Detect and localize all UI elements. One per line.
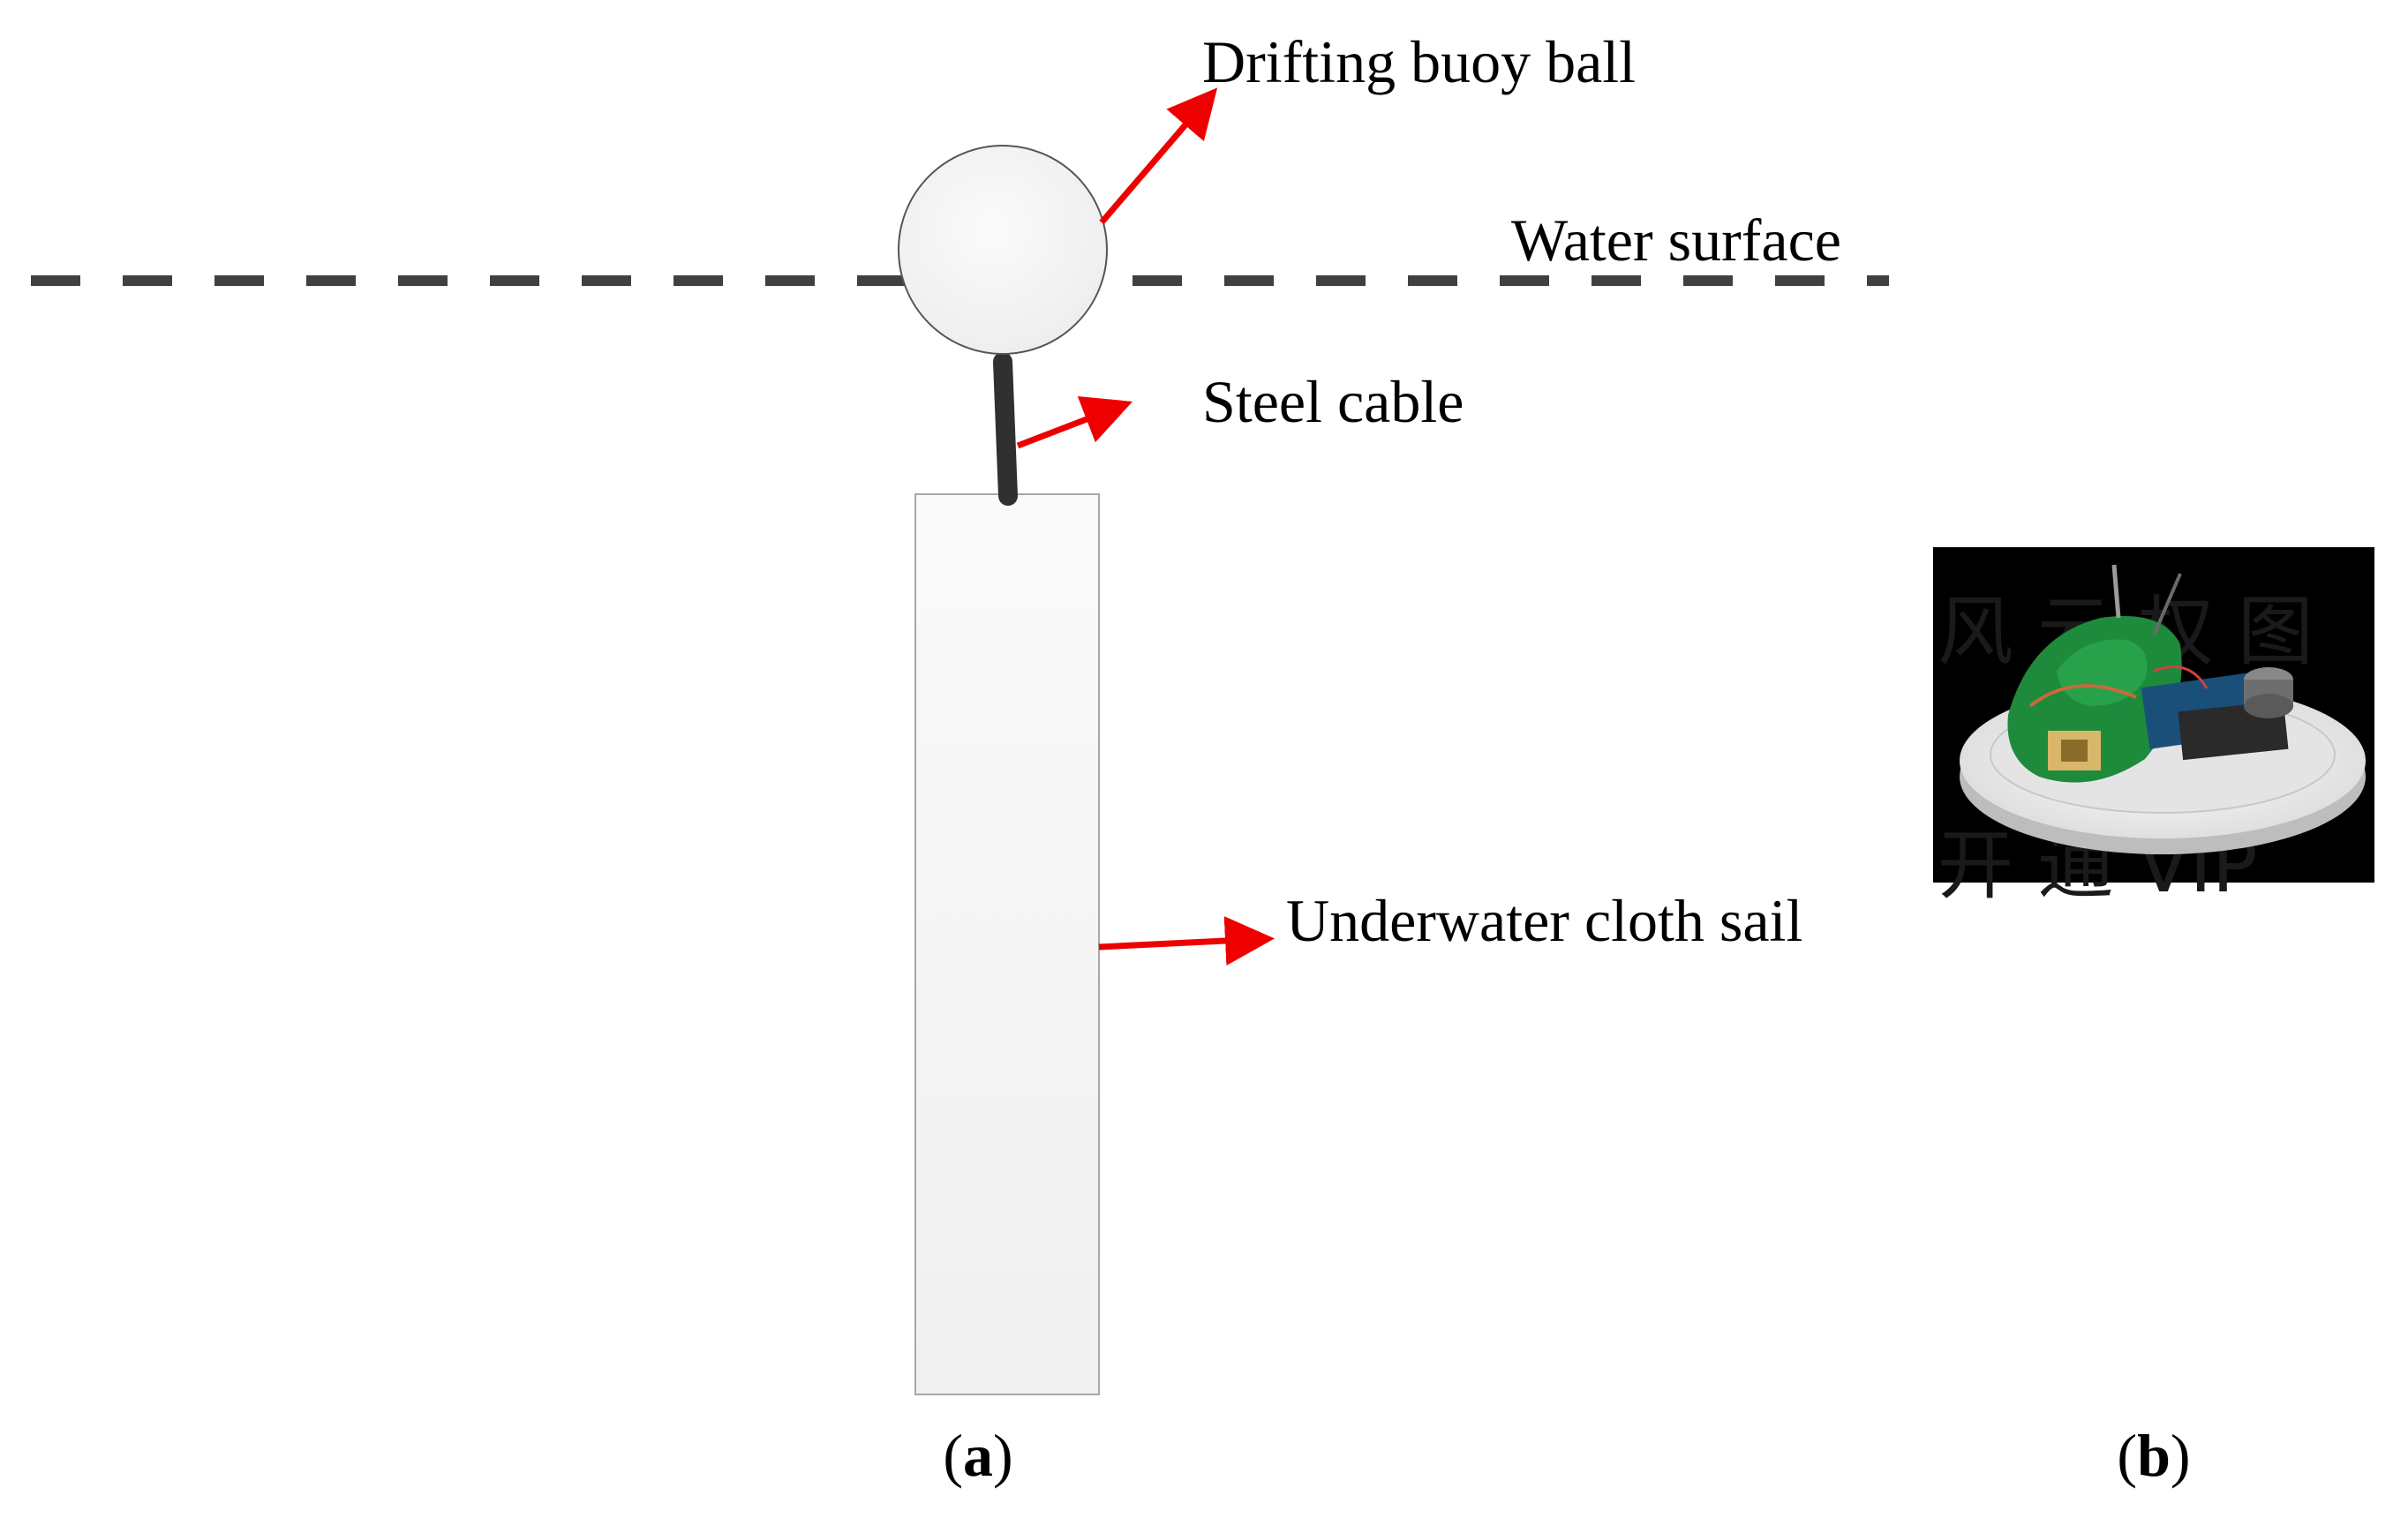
panel-b-label: (b) [2117,1422,2190,1489]
buoy-device-photo: 风 云 权 图 开 通 VIP [1933,547,2374,910]
cable-arrow [1016,395,1133,449]
sail-label: Underwater cloth sail [1286,887,1802,954]
buoy-label: Drifting buoy ball [1202,28,1636,95]
steel-cable [993,352,1018,506]
cable-label: Steel cable [1202,368,1464,435]
buoy-arrow [1099,87,1218,225]
panel-a-label: (a) [943,1422,1012,1489]
drifting-buoy-ball [898,145,1108,355]
underwater-cloth-sail [914,493,1100,1395]
water-surface-label: Water surface [1511,207,1841,274]
sail-arrow [1098,916,1275,966]
